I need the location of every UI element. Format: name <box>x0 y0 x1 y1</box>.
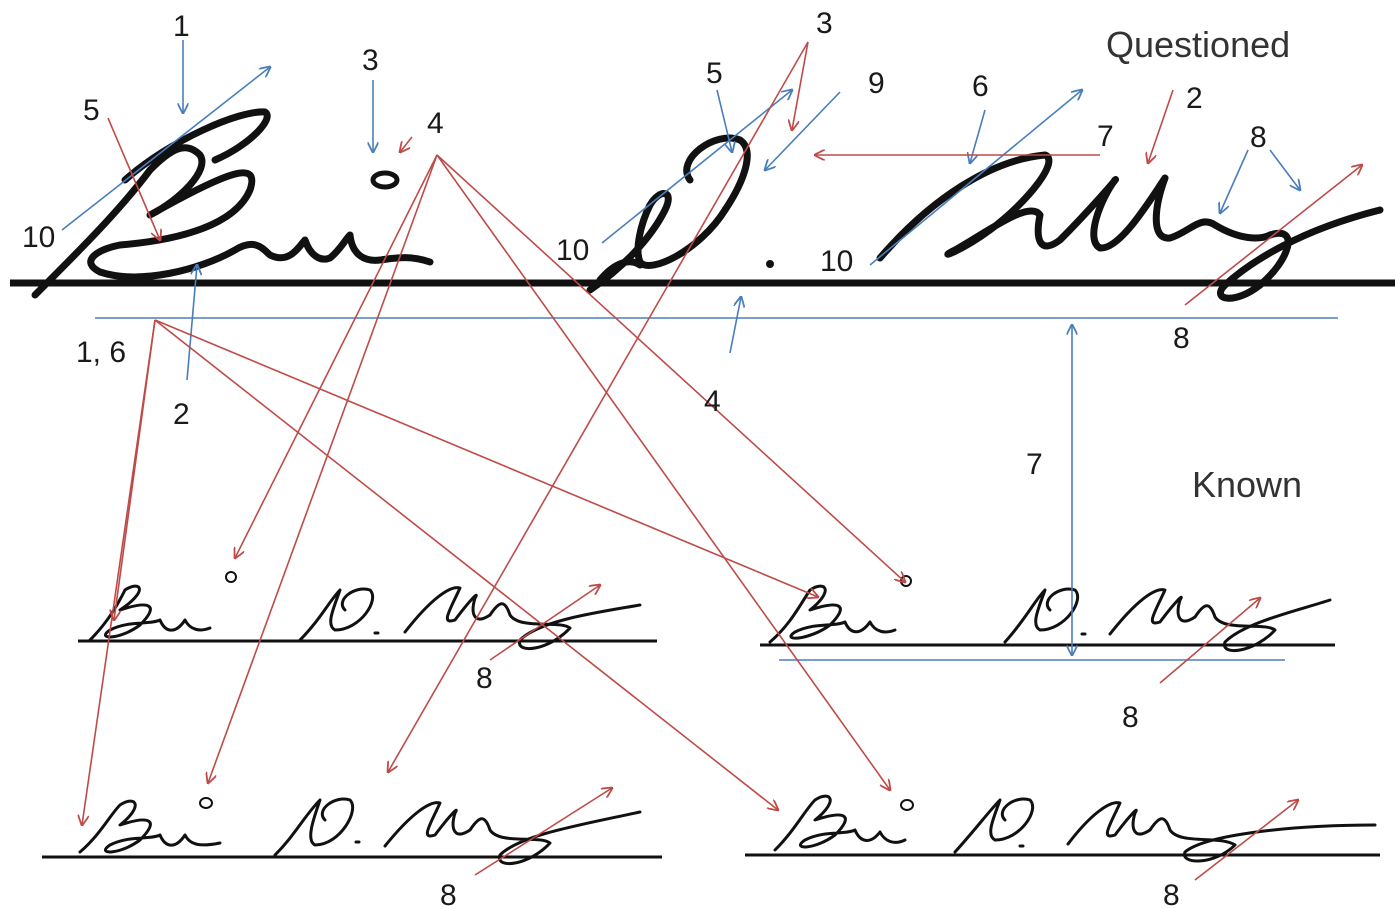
red-arrow-4-to-k3 <box>208 154 438 783</box>
red-arrow-3-a <box>792 41 809 130</box>
blue-annotations <box>61 40 1338 655</box>
red-arrow-4-small <box>400 136 413 152</box>
known-4-ink <box>773 794 1377 863</box>
questioned-first-name-ink <box>31 144 434 299</box>
label-1: 1 <box>173 10 190 43</box>
label-1-6: 1, 6 <box>76 336 126 369</box>
known-2-ink <box>768 584 1332 652</box>
questioned-i-dot <box>370 170 400 190</box>
blue-arrow-6 <box>970 109 986 163</box>
label-4-lower: 4 <box>704 385 721 418</box>
red-arrow-1-6-to-k4 <box>154 319 778 810</box>
label-8-known-1: 8 <box>476 662 493 695</box>
known-1-i-dot <box>225 571 237 583</box>
questioned-heading: Questioned <box>1106 24 1290 65</box>
known-2-i-dot <box>900 575 912 587</box>
red-arrow-5-left <box>107 117 160 240</box>
blue-arrow-8-b <box>1269 149 1300 190</box>
questioned-last-name-ink <box>876 151 1384 302</box>
label-3-left: 3 <box>362 44 379 77</box>
red-arrow-8-k3 <box>474 788 612 876</box>
label-10-mid: 10 <box>556 234 589 267</box>
red-annotations <box>82 41 1362 881</box>
known-signature-2 <box>760 575 1335 661</box>
blue-arrow-10-left <box>61 67 270 231</box>
label-7-side: 7 <box>1026 448 1043 481</box>
questioned-b-loop-ink <box>121 108 271 184</box>
known-3-i-dot <box>199 797 213 809</box>
blue-arrow-10-mid <box>601 90 792 244</box>
questioned-period <box>766 260 774 268</box>
label-10-right: 10 <box>820 245 853 278</box>
label-4: 4 <box>427 107 444 140</box>
known-4-i-dot <box>900 799 914 811</box>
known-3-ink <box>78 797 642 865</box>
known-heading: Known <box>1192 464 1302 505</box>
known-signature-1 <box>78 571 657 650</box>
blue-arrow-8-a <box>1220 149 1249 213</box>
text-labels: Questioned Known 1 3 4 5 10 1, 6 2 5 3 9… <box>22 7 1302 909</box>
label-8-top: 8 <box>1250 121 1267 154</box>
label-5-mid: 5 <box>706 57 723 90</box>
label-8-known-4: 8 <box>1163 879 1180 909</box>
label-9: 9 <box>868 67 885 100</box>
blue-arrow-2-left <box>186 265 197 381</box>
questioned-initial-ink <box>586 134 751 294</box>
label-7-top: 7 <box>1097 120 1114 153</box>
label-8-right: 8 <box>1173 322 1190 355</box>
red-arrow-4-to-k4 <box>436 154 890 790</box>
red-arrow-8-k1 <box>489 585 600 661</box>
label-5-left: 5 <box>83 94 100 127</box>
questioned-initial-tail-ink <box>596 258 644 284</box>
label-2-left: 2 <box>173 398 190 431</box>
blue-arrow-4-baseline <box>729 297 741 354</box>
red-arrow-4-to-k2 <box>436 154 905 582</box>
label-8-known-2: 8 <box>1122 701 1139 734</box>
red-arrow-8-k4 <box>1194 800 1298 881</box>
label-8-known-3: 8 <box>440 879 457 909</box>
blue-arrow-9 <box>765 91 841 170</box>
red-arrow-8-q <box>1184 165 1362 306</box>
red-arrow-1-6-to-k2 <box>154 319 818 597</box>
label-2-right: 2 <box>1186 82 1203 115</box>
red-arrow-3-to-k3 <box>388 41 809 772</box>
label-6: 6 <box>972 70 989 103</box>
known-signature-3 <box>42 797 662 865</box>
questioned-signature <box>10 108 1395 302</box>
known-signature-4 <box>745 794 1380 863</box>
red-arrow-1-6-to-k3 <box>82 319 156 825</box>
red-arrow-2-right <box>1148 89 1174 163</box>
label-10-left: 10 <box>22 221 55 254</box>
label-3-mid: 3 <box>816 7 833 40</box>
blue-arrow-10-right <box>869 90 1082 266</box>
blue-arrow-5-mid <box>716 89 732 152</box>
red-arrow-8-k2 <box>1159 598 1260 684</box>
red-arrow-4-to-k1 <box>235 154 438 558</box>
known-1-ink <box>88 584 642 650</box>
